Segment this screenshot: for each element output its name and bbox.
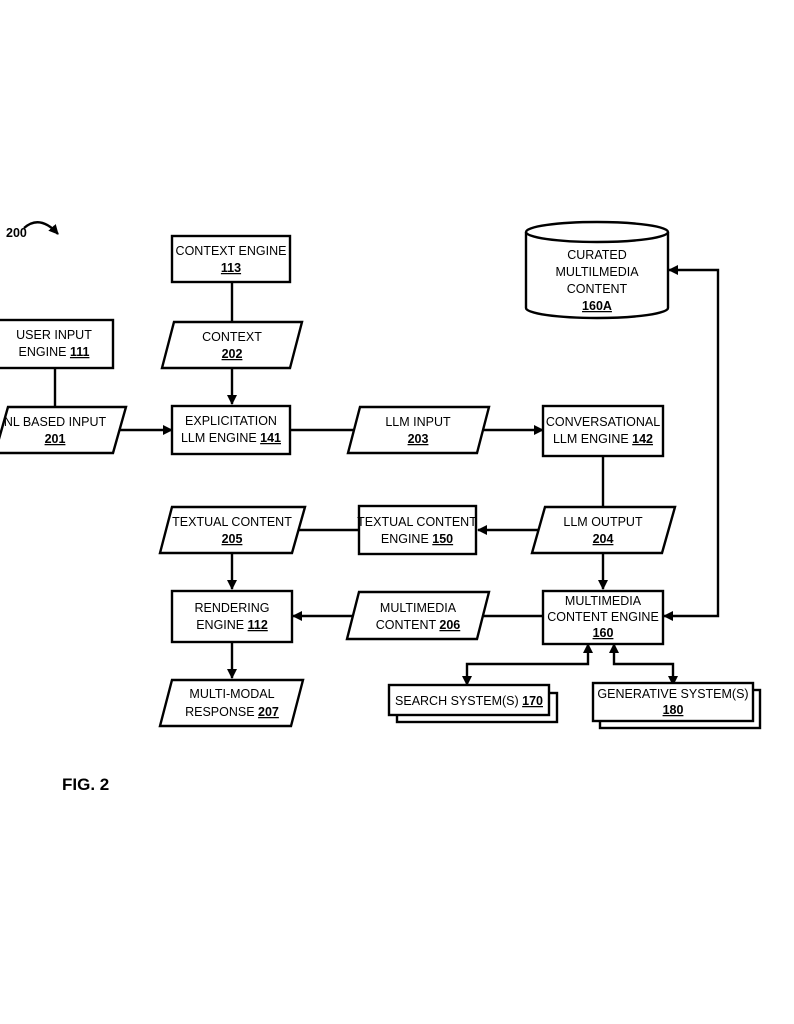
user-input-engine-line2: ENGINE 111: [19, 345, 90, 359]
multimedia-content-engine-line2: CONTENT ENGINE: [547, 610, 659, 624]
connector-multimedia-engine-generative-bidirectional: [609, 643, 678, 686]
nl-based-input-number: 201: [45, 432, 66, 446]
llm-output-label: LLM OUTPUT: [563, 515, 643, 529]
textual-content-engine-line2: ENGINE 150: [381, 532, 453, 546]
multimedia-content-parallelogram: [345, 590, 491, 641]
curated-content-line2: MULTILMEDIA: [555, 265, 639, 279]
nl-based-input-label: NL BASED INPUT: [4, 415, 107, 429]
curated-content-cylinder-top: [524, 220, 670, 244]
multimedia-content-engine-box: [541, 589, 665, 646]
textual-content-engine-node: TEXTUAL CONTENT ENGINE 150: [357, 504, 478, 556]
textual-content-parallelogram: [158, 505, 307, 555]
curated-content-cylinder-body: [524, 232, 670, 320]
context-engine-label: CONTEXT ENGINE: [176, 244, 287, 258]
search-systems-box: [387, 683, 551, 717]
rendering-engine-line2: ENGINE 112: [196, 618, 268, 632]
figure-ref-arrow: [23, 221, 59, 235]
generative-systems-number: 180: [663, 703, 684, 717]
llm-input-parallelogram: [346, 405, 491, 455]
curated-content-line1: CURATED: [567, 248, 627, 262]
curated-content-node: CURATED MULTILMEDIA CONTENT 160A: [524, 220, 670, 320]
generative-systems-label: GENERATIVE SYSTEM(S): [597, 687, 748, 701]
llm-output-number: 204: [593, 532, 614, 546]
user-input-engine-line1: USER INPUT: [16, 328, 92, 342]
context-node: CONTEXT 202: [160, 320, 304, 370]
user-input-engine-box: [0, 318, 115, 370]
figure-ref-number: 200: [6, 226, 27, 240]
textual-content-node: TEXTUAL CONTENT 205: [158, 505, 307, 555]
multimodal-response-line1: MULTI-MODAL: [189, 687, 274, 701]
llm-input-label: LLM INPUT: [385, 415, 451, 429]
nl-based-input-node: NL BASED INPUT 201: [0, 405, 128, 455]
context-number: 202: [222, 347, 243, 361]
multimedia-content-node: MULTIMEDIA CONTENT 206: [345, 590, 491, 641]
multimedia-content-line1: MULTIMEDIA: [380, 601, 457, 615]
curated-content-line3: CONTENT: [567, 282, 628, 296]
search-systems-node: SEARCH SYSTEM(S) 170: [387, 683, 559, 724]
explicitation-engine-node: EXPLICITATION LLM ENGINE 141: [170, 404, 292, 456]
generative-systems-node: GENERATIVE SYSTEM(S) 180: [591, 681, 762, 730]
multimodal-response-node: MULTI-MODAL RESPONSE 207: [158, 678, 305, 728]
llm-input-node: LLM INPUT 203: [346, 405, 491, 455]
figure-caption: FIG. 2: [62, 775, 109, 794]
multimodal-response-parallelogram: [158, 678, 305, 728]
rendering-engine-node: RENDERING ENGINE 112: [170, 589, 294, 644]
explicitation-engine-box: [170, 404, 292, 456]
textual-content-engine-box: [357, 504, 478, 556]
conversational-engine-line1: CONVERSATIONAL: [546, 415, 660, 429]
multimedia-content-engine-node: MULTIMEDIA CONTENT ENGINE 160: [541, 589, 665, 646]
context-parallelogram: [160, 320, 304, 370]
search-systems-label: SEARCH SYSTEM(S) 170: [395, 694, 543, 708]
explicitation-engine-line1: EXPLICITATION: [185, 414, 277, 428]
connector-multimedia-engine-curated-bidirectional: [663, 265, 720, 621]
multimedia-content-line2: CONTENT 206: [376, 618, 461, 632]
connector-multimedia-engine-search-bidirectional: [462, 643, 593, 686]
nl-based-input-parallelogram: [0, 405, 128, 455]
multimodal-response-line2: RESPONSE 207: [185, 705, 279, 719]
context-engine-number: 113: [221, 261, 241, 275]
curated-content-number: 160A: [582, 299, 612, 313]
rendering-engine-line1: RENDERING: [194, 601, 269, 615]
user-input-engine-node: USER INPUT ENGINE 111: [0, 318, 115, 370]
context-label: CONTEXT: [202, 330, 262, 344]
generative-systems-box: [591, 681, 755, 723]
conversational-engine-node: CONVERSATIONAL LLM ENGINE 142: [541, 404, 665, 458]
textual-content-label: TEXTUAL CONTENT: [172, 515, 292, 529]
multimedia-content-engine-number: 160: [593, 626, 614, 640]
conversational-engine-box: [541, 404, 665, 458]
llm-input-number: 203: [408, 432, 429, 446]
rendering-engine-box: [170, 589, 294, 644]
llm-output-node: LLM OUTPUT 204: [530, 505, 677, 555]
conversational-engine-line2: LLM ENGINE 142: [553, 432, 653, 446]
context-engine-node: CONTEXT ENGINE 113: [170, 234, 292, 284]
connectors: [53, 265, 720, 686]
textual-content-engine-line1: TEXTUAL CONTENT: [357, 515, 477, 529]
llm-output-parallelogram: [530, 505, 677, 555]
multimedia-content-engine-line1: MULTIMEDIA: [565, 594, 642, 608]
context-engine-box: [170, 234, 292, 284]
explicitation-engine-line2: LLM ENGINE 141: [181, 431, 281, 445]
textual-content-number: 205: [222, 532, 243, 546]
